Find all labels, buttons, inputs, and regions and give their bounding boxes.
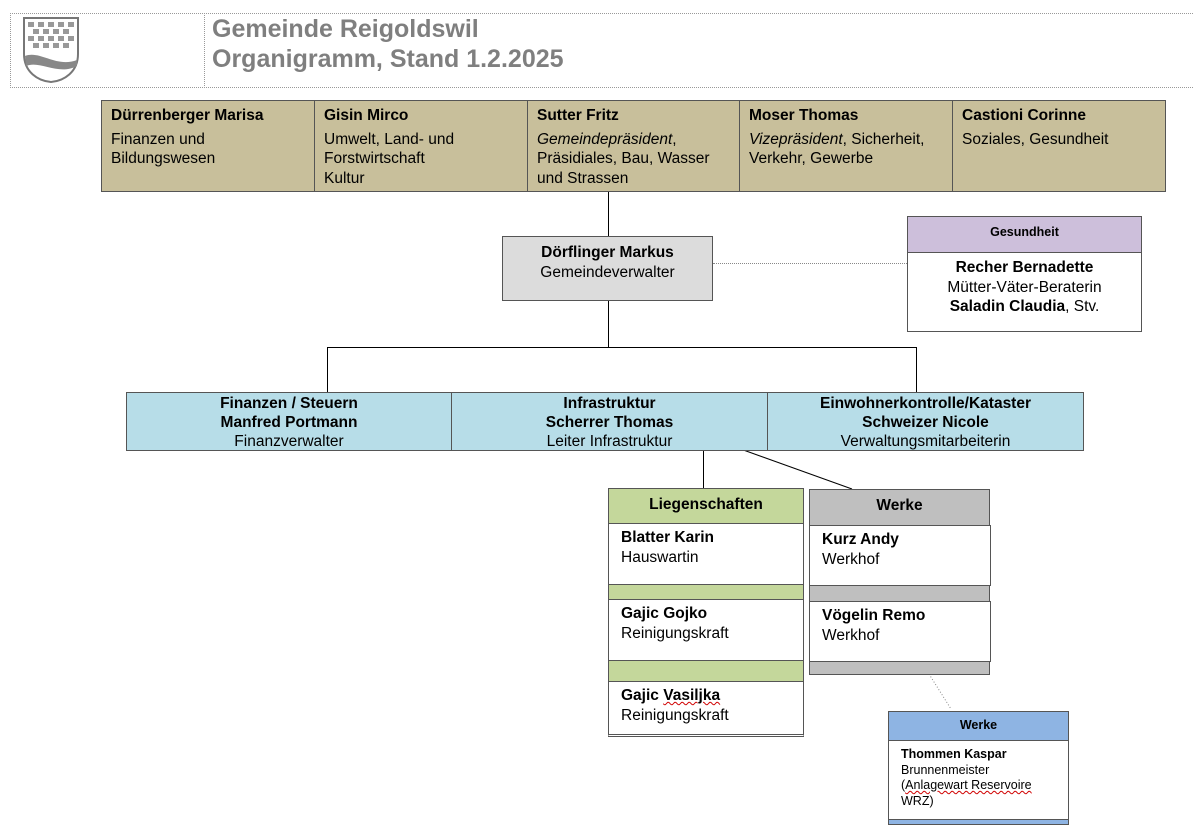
council-role: Forstwirtschaft: [324, 150, 425, 167]
note-paren: (: [901, 778, 906, 792]
department-einwohnerkontrolle: Einwohnerkontrolle/Kataster Schweizer Ni…: [767, 392, 1084, 451]
member-role: Hauswartin: [621, 549, 699, 566]
werke-heading: Werke: [809, 489, 990, 526]
connector-line: [608, 192, 609, 236]
council-role: Vizepräsident, Sicherheit,: [749, 130, 943, 150]
dotted-connector: [713, 263, 907, 264]
council-role: Verkehr, Gewerbe: [749, 150, 874, 167]
department-role: Leiter Infrastruktur: [546, 433, 673, 450]
council-role: Kultur: [324, 169, 365, 187]
werke-sub-footer: [888, 819, 1069, 825]
department-head: Manfred Portmann: [220, 414, 358, 431]
department-head: Scherrer Thomas: [545, 414, 674, 431]
werke-member: Vögelin Remo Werkhof: [809, 601, 991, 662]
connector-line: [327, 347, 328, 392]
liegenschaften-member: Gajic Vasiljka Reinigungskraft: [608, 681, 804, 737]
member-name: Vögelin Remo: [822, 607, 926, 624]
administrator-box: Dörflinger Markus Gemeindeverwalter: [502, 236, 713, 301]
council-role-italic: Gemeindepräsident: [537, 130, 673, 148]
liegenschaften-divider: [608, 584, 804, 600]
werke-divider: [809, 661, 990, 675]
member-name-last: Vasiljka: [663, 687, 721, 704]
health-person-role: Mütter-Väter-Beraterin: [947, 278, 1102, 296]
council-member-gisin: Gisin Mirco Umwelt, Land- und Forstwirts…: [314, 100, 528, 192]
connector-line: [703, 451, 704, 488]
connector-line: [608, 301, 609, 347]
health-deputy-suffix: , Stv.: [1065, 298, 1100, 315]
department-role: Finanzverwalter: [234, 433, 344, 450]
page-subtitle: Organigramm, Stand 1.2.2025: [212, 45, 564, 73]
council-role: und Strassen: [537, 169, 629, 187]
member-note: WRZ): [901, 793, 934, 808]
council-role: Bildungswesen: [111, 150, 216, 167]
member-role: Werkhof: [822, 627, 880, 644]
connector-line: [327, 347, 917, 348]
council-role-rest: , Sicherheit,: [842, 130, 925, 148]
liegenschaften-heading: Liegenschaften: [608, 488, 804, 524]
council-name: Castioni Corinne: [962, 107, 1087, 124]
member-note: (Anlagewart Reservoire: [901, 778, 1056, 794]
health-heading: Gesundheit: [907, 216, 1142, 253]
council-name: Sutter Fritz: [537, 107, 619, 124]
council-role: Präsidiales, Bau, Wasser: [537, 150, 710, 167]
header-divider: [204, 13, 205, 88]
department-finanzen: Finanzen / Steuern Manfred Portmann Fina…: [126, 392, 452, 451]
member-name: Kurz Andy: [822, 531, 899, 548]
council-role: Gemeindepräsident,: [537, 130, 730, 150]
council-role: Finanzen und: [111, 130, 205, 148]
member-name: Blatter Karin: [621, 529, 715, 546]
liegenschaften-member: Blatter Karin Hauswartin: [608, 523, 804, 585]
member-role: Werkhof: [822, 551, 880, 568]
member-role: Reinigungskraft: [621, 625, 729, 642]
council-member-sutter: Sutter Fritz Gemeindepräsident, Präsidia…: [527, 100, 740, 192]
health-deputy-name: Saladin Claudia: [949, 298, 1066, 315]
werke-sub-heading: Werke: [888, 711, 1069, 741]
werke-member: Kurz Andy Werkhof: [809, 525, 991, 586]
member-name: Gajic Vasiljka: [621, 686, 791, 706]
member-name-first: Gajic: [621, 687, 664, 704]
werke-sub-box: Thommen Kaspar Brunnenmeister (Anlagewar…: [888, 740, 1069, 820]
connector-line: [734, 446, 853, 490]
council-role-rest: ,: [672, 130, 677, 148]
department-title: Infrastruktur: [563, 395, 656, 412]
member-name: Thommen Kaspar: [901, 747, 1007, 761]
municipality-crest-icon: [23, 17, 79, 84]
department-title: Finanzen / Steuern: [220, 395, 358, 412]
department-head: Schweizer Nicole: [862, 414, 989, 431]
note-text: Anlagewart Reservoire: [905, 778, 1032, 792]
council-name: Gisin Mirco: [324, 107, 409, 124]
health-deputy: Saladin Claudia, Stv.: [908, 297, 1141, 317]
council-role-italic: Vizepräsident: [749, 130, 843, 148]
council-member-castioni: Castioni Corinne Soziales, Gesundheit: [952, 100, 1166, 192]
department-title: Einwohnerkontrolle/Kataster: [819, 395, 1031, 412]
administrator-name: Dörflinger Markus: [541, 244, 674, 261]
member-role: Reinigungskraft: [621, 707, 729, 724]
administrator-title: Gemeindeverwalter: [540, 264, 675, 281]
member-name: Gajic Gojko: [621, 605, 708, 622]
page-title: Gemeinde Reigoldswil: [212, 15, 479, 43]
connector-line: [916, 347, 917, 392]
council-member-duerrenberger: Dürrenberger Marisa Finanzen und Bildung…: [101, 100, 315, 192]
liegenschaften-member: Gajic Gojko Reinigungskraft: [608, 599, 804, 661]
dotted-connector: [928, 673, 952, 710]
council-role: Soziales, Gesundheit: [962, 130, 1109, 148]
council-name: Moser Thomas: [749, 107, 859, 124]
health-person-name: Recher Bernadette: [955, 259, 1094, 276]
member-role: Brunnenmeister: [901, 762, 990, 777]
health-box: Recher Bernadette Mütter-Väter-Beraterin…: [907, 252, 1142, 332]
department-infrastruktur: Infrastruktur Scherrer Thomas Leiter Inf…: [451, 392, 768, 451]
department-role: Verwaltungsmitarbeiterin: [840, 433, 1011, 450]
header-frame: [10, 13, 1193, 88]
werke-divider: [809, 585, 990, 602]
council-role: Umwelt, Land- und: [324, 130, 455, 148]
council-member-moser: Moser Thomas Vizepräsident, Sicherheit, …: [739, 100, 953, 192]
liegenschaften-divider: [608, 660, 804, 682]
council-name: Dürrenberger Marisa: [111, 107, 264, 124]
